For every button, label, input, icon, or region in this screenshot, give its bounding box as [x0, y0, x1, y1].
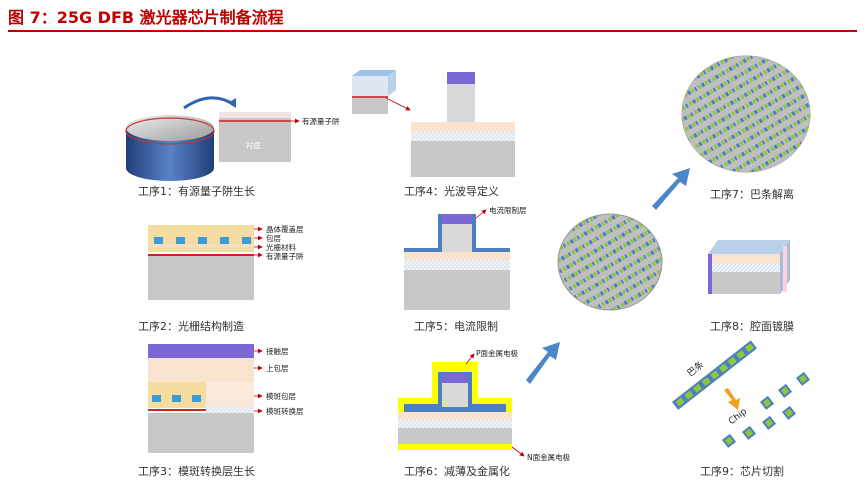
caption-step1: 工序1：有源量子阱生长: [138, 185, 255, 198]
caption-step2: 工序2：光栅结构制造: [138, 320, 244, 333]
label-current-block: 电流限制层: [489, 206, 527, 215]
arrow-down-icon: [724, 388, 740, 410]
caption-step7: 工序7：巴条解离: [710, 188, 794, 201]
step9-graphic: [672, 340, 811, 448]
step5-graphic: [404, 209, 510, 310]
label-mqw-2: 有源量子阱: [266, 252, 304, 261]
center-wafer: [557, 213, 663, 311]
arrow-up-right-icon-1: [526, 342, 560, 384]
step3-graphic: [148, 344, 263, 453]
step4-graphic: [352, 70, 515, 177]
caption-step5: 工序5：电流限制: [414, 320, 498, 333]
flow-arrows: [526, 168, 690, 384]
figure-title: 图 7：25G DFB 激光器芯片制备流程: [8, 8, 284, 27]
caption-step3: 工序3：模斑转换层生长: [138, 465, 255, 478]
caption-step4: 工序4：光波导定义: [404, 185, 499, 198]
label-contact: 接触层: [266, 347, 289, 356]
step1-graphic: [125, 96, 300, 181]
caption-step9: 工序9：芯片切割: [700, 465, 784, 478]
step2-graphic: [148, 225, 263, 300]
arrow-up-right-icon-2: [652, 168, 690, 210]
step8-graphic: [708, 240, 790, 294]
label-ssc-clad: 模斑包层: [266, 392, 296, 401]
step6-graphic: [398, 353, 525, 457]
step7-graphic: [681, 55, 811, 173]
title-bar: 图 7：25G DFB 激光器芯片制备流程: [8, 4, 857, 32]
caption-step6: 工序6：减薄及金属化: [404, 465, 510, 478]
label-clad: 包层: [266, 234, 281, 243]
label-cap-layer: 晶体覆盖层: [266, 225, 304, 234]
label-ssc-layer: 模斑转换层: [266, 407, 304, 416]
label-substrate: 衬底: [246, 141, 261, 150]
label-p-metal: P面金属电极: [476, 349, 519, 358]
label-mqw-1: 有源量子阱: [302, 117, 340, 126]
caption-step8: 工序8：腔面镀膜: [710, 320, 794, 333]
label-grating-material: 光栅材料: [266, 243, 296, 252]
rotate-arrow-icon: [183, 96, 234, 110]
label-upper-clad: 上包层: [266, 364, 289, 373]
label-n-metal: N面金属电极: [527, 453, 571, 462]
